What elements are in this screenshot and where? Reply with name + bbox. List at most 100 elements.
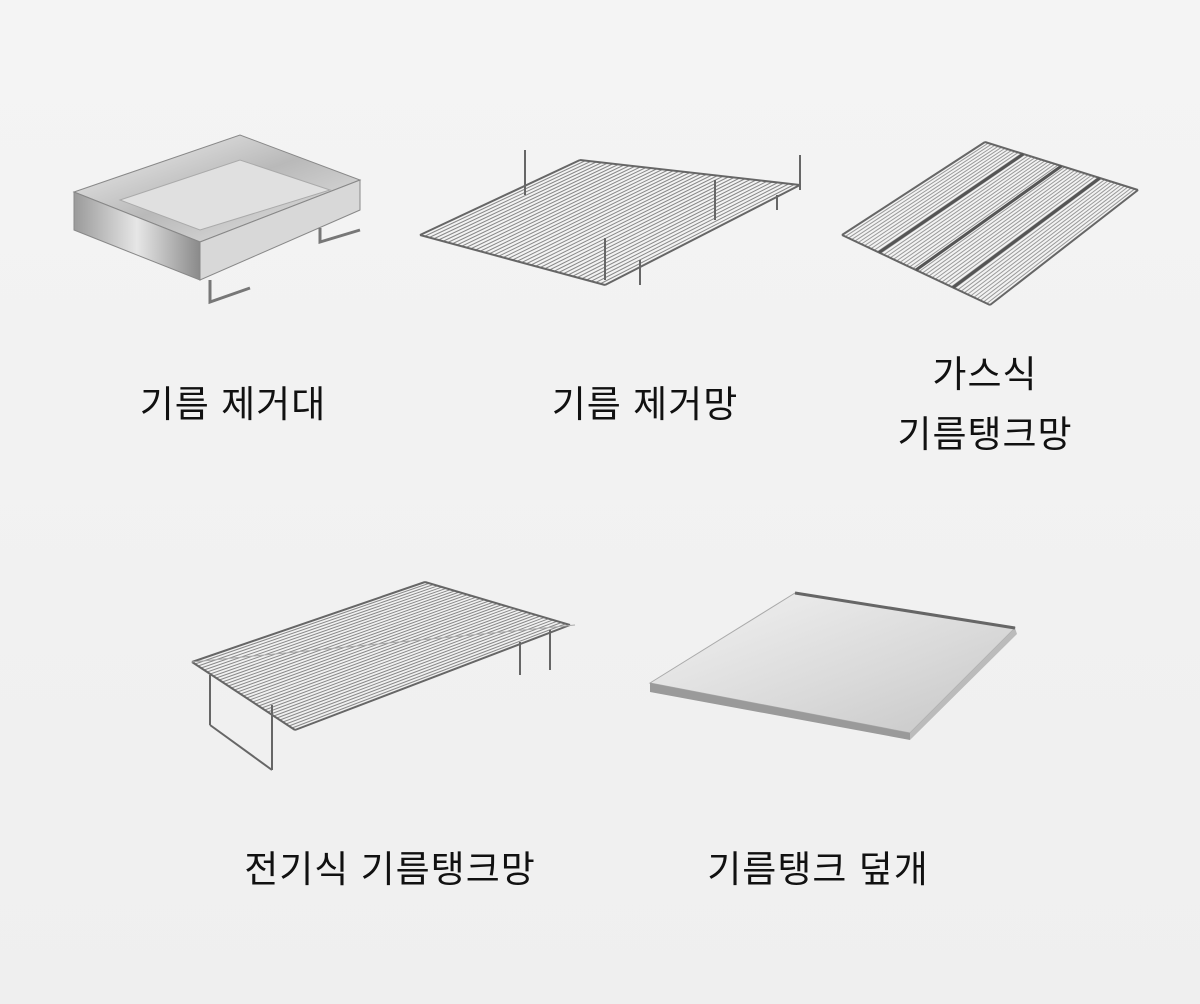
wire (889, 157, 1036, 259)
wire (909, 163, 1056, 268)
wire (291, 623, 566, 729)
wire (549, 177, 735, 271)
wire (264, 611, 528, 711)
wire (577, 180, 768, 278)
wire (276, 616, 545, 719)
wire (285, 620, 558, 725)
wire (896, 159, 1042, 262)
wire (512, 172, 691, 261)
wire (191, 661, 296, 731)
wire (857, 146, 1002, 244)
wire (980, 186, 1129, 301)
wire (586, 182, 779, 281)
label-line-1: 가스식 (932, 354, 1038, 395)
wire (438, 162, 603, 241)
wire (535, 175, 718, 267)
wire (246, 604, 502, 699)
wire (240, 601, 494, 695)
wire (886, 156, 1032, 257)
wire (294, 624, 571, 731)
wire (234, 599, 485, 691)
wire (558, 178, 746, 273)
wire (530, 174, 713, 266)
wire (878, 152, 1025, 254)
wire (279, 618, 549, 721)
wire (873, 152, 1019, 251)
wire (928, 169, 1076, 277)
wire (424, 160, 586, 237)
product-label-electric-oil-tank-grid: 전기식 기름탱크망 (244, 849, 536, 890)
wire (203, 586, 443, 671)
wire (986, 188, 1135, 304)
wire (442, 162, 608, 242)
product-label-gas-oil-tank-grid: 가스식 기름탱크망 (897, 345, 1072, 465)
wire (883, 155, 1029, 256)
grease-filter-grill-image (419, 150, 801, 286)
wire (258, 609, 519, 707)
product-label-grease-tray: 기름 제거대 (139, 384, 327, 425)
wire (252, 606, 511, 703)
gas-oil-tank-grid-image (841, 141, 1139, 306)
wire (216, 591, 460, 679)
wire (572, 180, 762, 277)
wire (470, 166, 641, 250)
wire (963, 181, 1112, 294)
wire (503, 170, 680, 258)
wire (213, 590, 456, 677)
wire (498, 170, 674, 257)
wire (493, 169, 669, 256)
wire (243, 603, 498, 697)
wire (967, 182, 1116, 295)
oil-tank-cover-image (648, 591, 1017, 740)
wire (419, 234, 606, 286)
wire (861, 147, 1006, 245)
product-label-oil-tank-cover: 기름탱크 덮개 (707, 849, 929, 890)
wire (489, 168, 663, 255)
wire (424, 581, 571, 626)
wire (976, 185, 1125, 300)
wire (191, 624, 576, 663)
wire (209, 724, 273, 771)
wire (944, 174, 1092, 285)
wire (447, 163, 614, 243)
wire (255, 608, 515, 705)
wire (475, 167, 647, 251)
wire (848, 143, 992, 239)
wire (841, 141, 986, 236)
wire (567, 179, 757, 276)
wire (922, 167, 1069, 274)
wire (456, 164, 625, 246)
wire (957, 179, 1106, 291)
wire (466, 165, 636, 248)
wire (225, 595, 473, 685)
wire (553, 177, 740, 272)
wire (516, 172, 696, 262)
wire (590, 182, 784, 282)
wire (941, 173, 1089, 283)
wire (479, 167, 652, 252)
wire (484, 168, 658, 253)
wire (282, 619, 554, 723)
wire (970, 183, 1119, 297)
wire (200, 585, 438, 669)
wire (983, 187, 1132, 303)
wire (231, 597, 481, 689)
wire (210, 589, 451, 675)
wire (219, 592, 464, 681)
wire (604, 184, 801, 286)
wire (228, 596, 477, 687)
wire (973, 184, 1122, 298)
wire (544, 176, 729, 270)
wire (288, 622, 562, 727)
wire (844, 142, 989, 237)
wire (600, 183, 795, 285)
wire (906, 162, 1052, 266)
wire (915, 164, 1063, 272)
wire (563, 178, 751, 275)
wire (899, 160, 1046, 263)
wire (960, 180, 1109, 292)
wire (952, 176, 1101, 289)
grease-tray-image (72, 134, 362, 305)
wire (461, 165, 630, 247)
wire (893, 158, 1039, 260)
